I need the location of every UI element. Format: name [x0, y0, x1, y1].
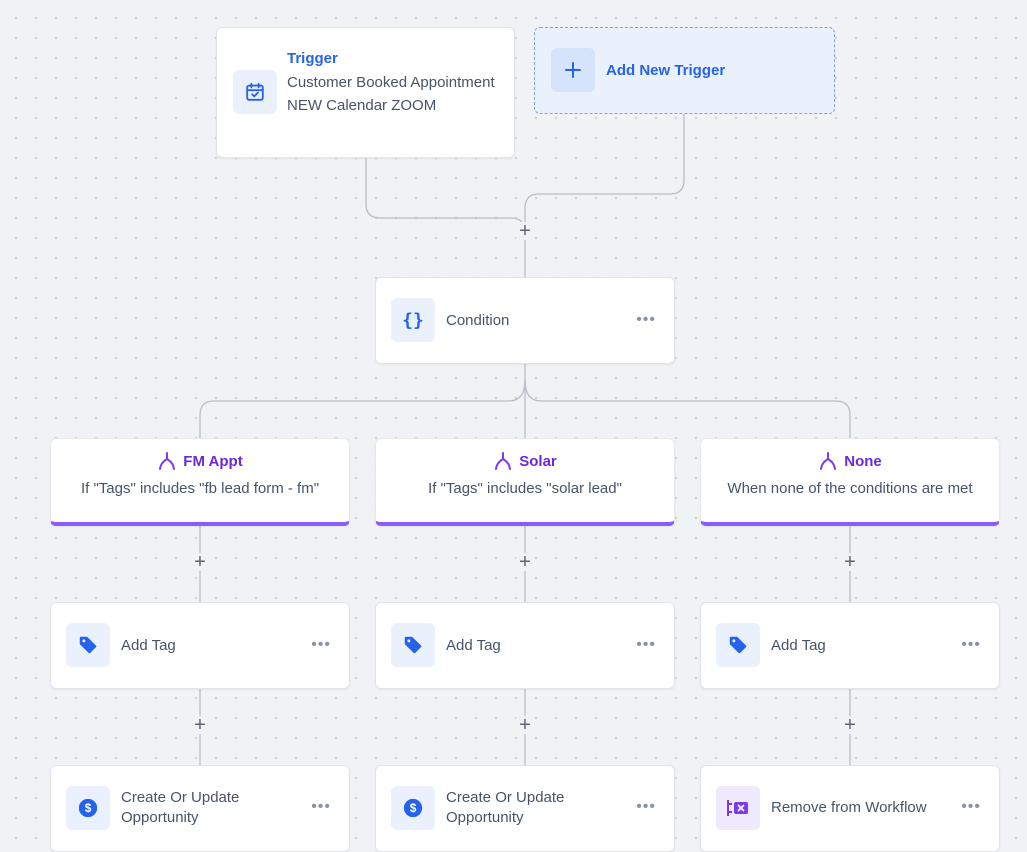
add-new-trigger-button[interactable]: Add New Trigger: [534, 27, 835, 114]
branch-icon: [159, 452, 176, 470]
add-step-button[interactable]: +: [516, 221, 534, 241]
action-label: Add Tag: [771, 637, 826, 654]
condition-menu-button[interactable]: •••: [636, 310, 656, 328]
action-add-tag[interactable]: Add Tag •••: [50, 602, 350, 689]
branch-name: None: [844, 452, 882, 470]
trigger-description: Customer Booked Appointment NEW Calendar…: [287, 74, 495, 114]
condition-node[interactable]: {} Condition •••: [375, 277, 675, 364]
tag-icon: [391, 623, 435, 667]
branch-description: If "Tags" includes "solar lead": [428, 480, 622, 497]
action-create-update-opportunity[interactable]: $ Create Or Update Opportunity •••: [375, 765, 675, 852]
dollar-icon: $: [66, 786, 110, 830]
branch-none[interactable]: None When none of the conditions are met: [700, 438, 1000, 526]
remove-workflow-icon: [716, 786, 760, 830]
add-step-button[interactable]: +: [516, 552, 534, 572]
connector-trigger: [365, 158, 526, 233]
action-add-tag[interactable]: Add Tag •••: [700, 602, 1000, 689]
add-step-button[interactable]: +: [516, 715, 534, 735]
add-step-button[interactable]: +: [841, 715, 859, 735]
tag-icon: [66, 623, 110, 667]
plus-icon: [551, 48, 595, 92]
calendar-check-icon: [233, 70, 277, 114]
action-label: Add Tag: [446, 637, 501, 654]
action-label: Create Or Update Opportunity: [121, 789, 240, 826]
action-label: Create Or Update Opportunity: [446, 789, 565, 826]
branch-solar[interactable]: Solar If "Tags" includes "solar lead": [375, 438, 675, 526]
add-step-button[interactable]: +: [191, 552, 209, 572]
action-menu-button[interactable]: •••: [311, 798, 331, 816]
branch-name: Solar: [519, 452, 557, 470]
trigger-title: Trigger: [287, 50, 338, 67]
condition-label: Condition: [446, 312, 510, 329]
connector-branch-left: [199, 379, 526, 438]
tag-icon: [716, 623, 760, 667]
add-step-button[interactable]: +: [191, 715, 209, 735]
action-menu-button[interactable]: •••: [311, 635, 331, 653]
branch-icon: [495, 452, 512, 470]
connector-add-trigger: [524, 114, 685, 232]
trigger-card[interactable]: Trigger Customer Booked Appointment NEW …: [216, 27, 515, 158]
action-create-update-opportunity[interactable]: $ Create Or Update Opportunity •••: [50, 765, 350, 852]
svg-text:$: $: [85, 801, 92, 815]
add-new-trigger-label: Add New Trigger: [606, 62, 726, 79]
branch-icon: [820, 452, 837, 470]
action-add-tag[interactable]: Add Tag •••: [375, 602, 675, 689]
action-label: Add Tag: [121, 637, 176, 654]
action-menu-button[interactable]: •••: [961, 798, 981, 816]
action-label: Remove from Workflow: [771, 799, 927, 816]
branch-description: If "Tags" includes "fb lead form - fm": [80, 480, 320, 497]
braces-icon: {}: [391, 298, 435, 342]
action-menu-button[interactable]: •••: [636, 635, 656, 653]
action-menu-button[interactable]: •••: [636, 798, 656, 816]
svg-text:$: $: [410, 801, 417, 815]
action-remove-from-workflow[interactable]: Remove from Workflow •••: [700, 765, 1000, 852]
branch-description: When none of the conditions are met: [727, 480, 973, 497]
branch-fm-appt[interactable]: FM Appt If "Tags" includes "fb lead form…: [50, 438, 350, 526]
connector-branch-right: [524, 379, 851, 438]
dollar-icon: $: [391, 786, 435, 830]
action-menu-button[interactable]: •••: [961, 635, 981, 653]
add-step-button[interactable]: +: [841, 552, 859, 572]
branch-name: FM Appt: [183, 452, 243, 470]
